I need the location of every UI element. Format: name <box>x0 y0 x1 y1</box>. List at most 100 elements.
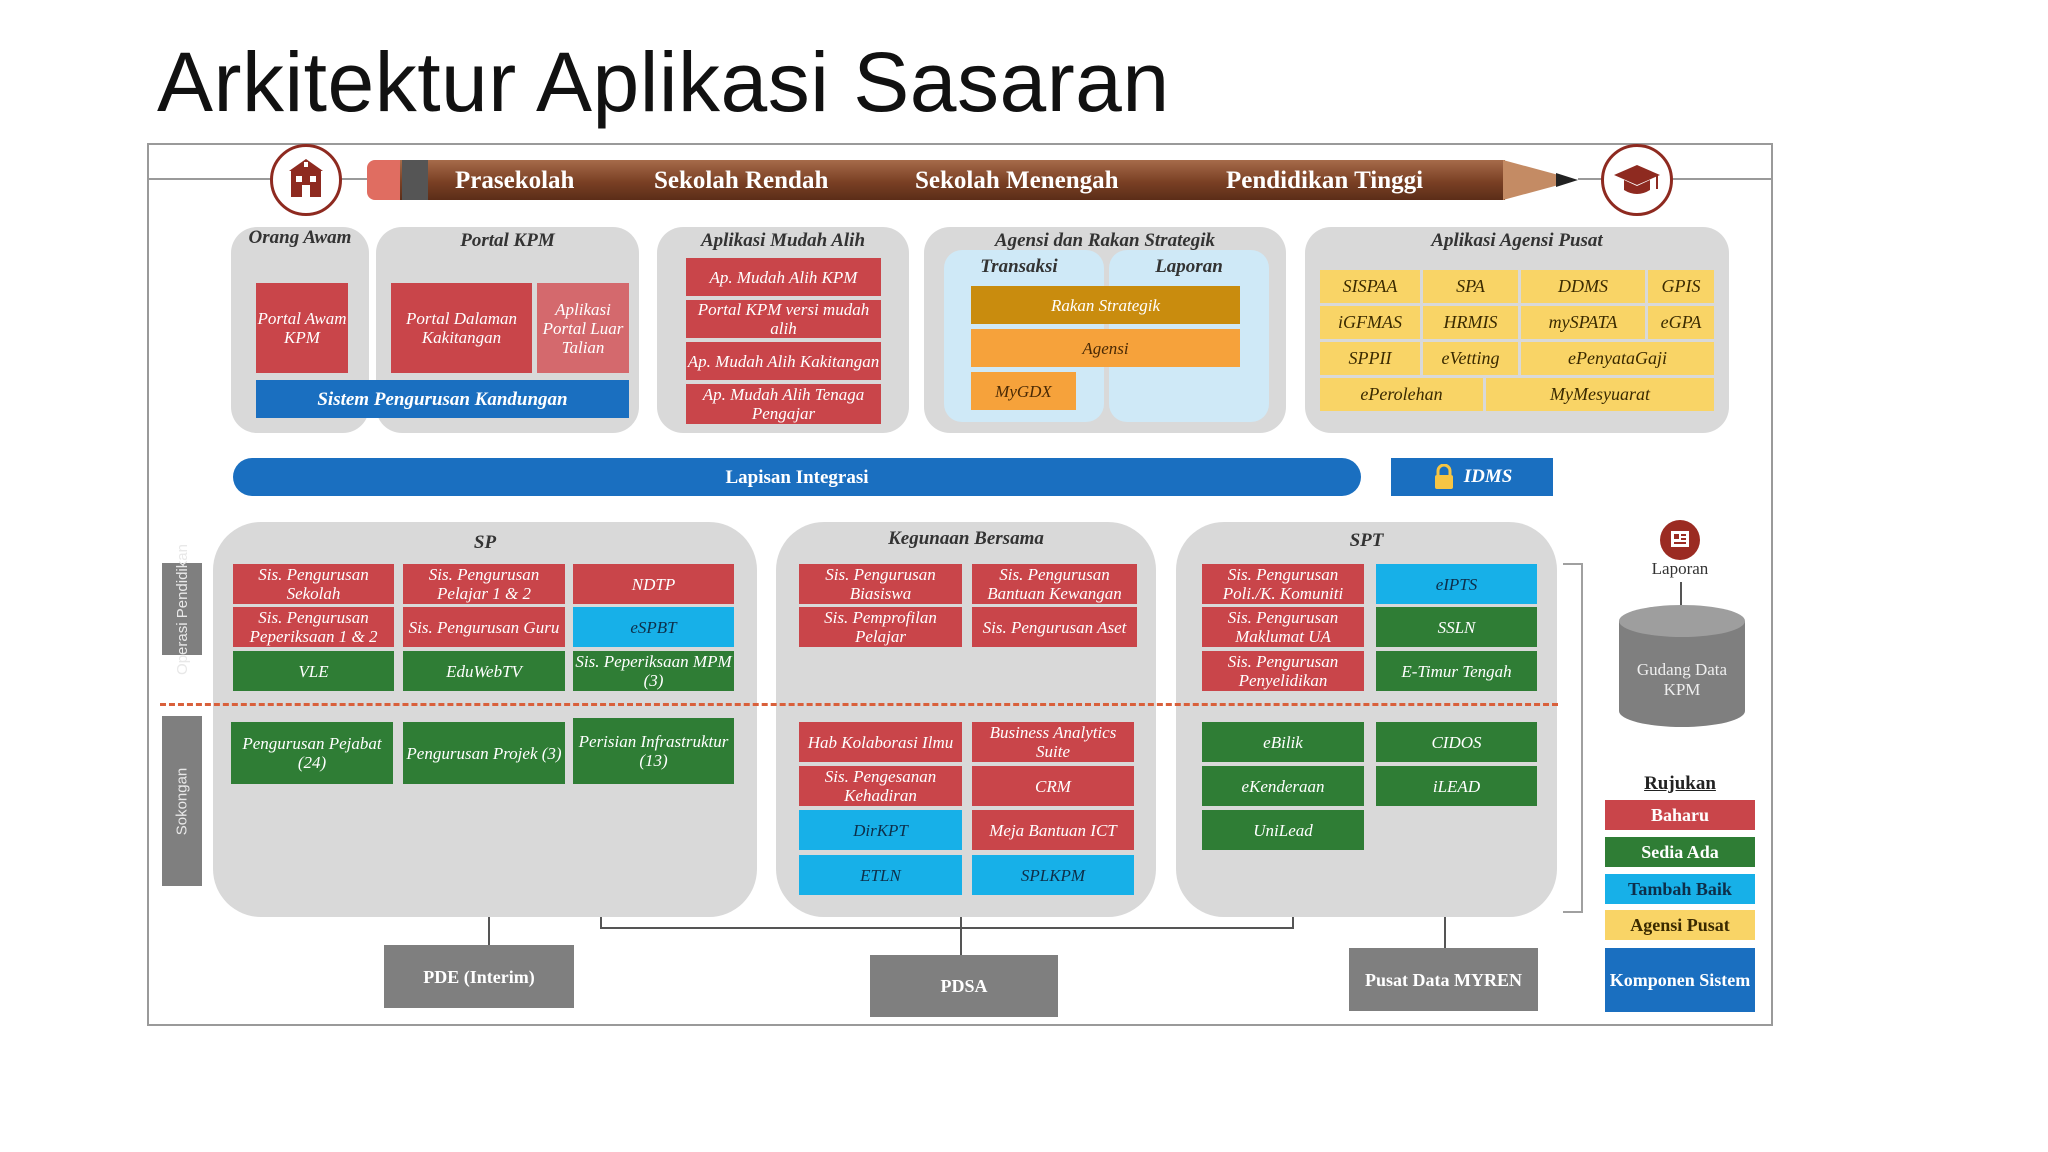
spt-ops-item: Sis. Pengurusan Poli./K. Komuniti <box>1202 564 1364 604</box>
transaksi-label: Transaksi <box>980 256 1058 277</box>
spa-box: SPA <box>1423 270 1518 303</box>
page-title: Arkitektur Aplikasi Sasaran <box>157 35 1170 129</box>
gpis-box: GPIS <box>1648 270 1714 303</box>
eperolehan-box: ePerolehan <box>1320 378 1483 411</box>
pencil-band <box>402 160 428 200</box>
sp-sup-item: Pengurusan Pejabat (24) <box>231 722 393 784</box>
report-icon <box>1660 520 1700 560</box>
sp-ops-item: eSPBT <box>573 607 734 647</box>
data-warehouse-bracket <box>1563 563 1583 913</box>
aplikasi-portal-luar-talian-box: Aplikasi Portal Luar Talian <box>537 283 629 373</box>
kb-sup-item: Business Analytics Suite <box>972 722 1134 762</box>
legend-komponen-sistem: Komponen Sistem <box>1605 948 1755 1012</box>
ddms-box: DDMS <box>1521 270 1645 303</box>
pdsa-box: PDSA <box>870 955 1058 1017</box>
pde-interim-box: PDE (Interim) <box>384 945 574 1008</box>
sp-ops-item: Sis. Pengurusan Guru <box>403 607 565 647</box>
myspata-box: mySPATA <box>1521 306 1645 339</box>
pencil-eraser <box>367 160 405 200</box>
lock-icon <box>1434 464 1453 489</box>
spt-ops-item: E-Timur Tengah <box>1376 651 1537 691</box>
stage-sekolah-rendah: Sekolah Rendah <box>654 167 829 194</box>
panel-orang-awam-title: Orang Awam <box>248 227 352 248</box>
spt-sup-item: eBilik <box>1202 722 1364 762</box>
stage-prasekolah: Prasekolah <box>455 167 575 194</box>
pencil-lead <box>1556 173 1578 187</box>
sp-sup-item: Pengurusan Projek (3) <box>403 722 565 784</box>
sp-ops-item: Sis. Pengurusan Sekolah <box>233 564 394 604</box>
sppii-box: SPPII <box>1320 342 1420 375</box>
mudah-alih-item: Ap. Mudah Alih Kakitangan <box>686 342 881 380</box>
kb-sup-item: CRM <box>972 766 1134 806</box>
sokongan-label: Sokongan <box>162 716 202 886</box>
lapisan-integrasi-bar: Lapisan Integrasi <box>233 458 1361 496</box>
spt-ops-item: Sis. Pengurusan Maklumat UA <box>1202 607 1364 647</box>
idms-box: IDMS <box>1391 458 1553 496</box>
mudah-alih-item: Portal KPM versi mudah alih <box>686 300 881 338</box>
legend-baharu: Baharu <box>1605 800 1755 830</box>
idms-label: IDMS <box>1463 466 1513 487</box>
laporan-label: Laporan <box>1651 559 1709 578</box>
sp-ops-item: EduWebTV <box>403 651 565 691</box>
laporan-agensi-label: Laporan <box>1155 256 1223 277</box>
sp-ops-item: Sis. Pengurusan Pelajar 1 & 2 <box>403 564 565 604</box>
timeline-line-left <box>149 178 369 180</box>
sp-ops-item: Sis. Pengurusan Peperiksaan 1 & 2 <box>233 607 394 647</box>
spt-sup-item: CIDOS <box>1376 722 1537 762</box>
spt-ops-item: Sis. Pengurusan Penyelidikan <box>1202 651 1364 691</box>
epenyatagaji-box: ePenyataGaji <box>1521 342 1714 375</box>
panel-spt-title: SPT <box>1349 530 1384 551</box>
portal-awam-kpm-box: Portal Awam KPM <box>256 283 348 373</box>
stage-sekolah-menengah: Sekolah Menengah <box>915 167 1119 194</box>
evetting-box: eVetting <box>1423 342 1518 375</box>
pencil-timeline <box>400 160 1505 200</box>
kb-sup-item: Sis. Pengesanan Kehadiran <box>799 766 962 806</box>
legend-agensi-pusat: Agensi Pusat <box>1605 910 1755 940</box>
egpa-box: eGPA <box>1648 306 1714 339</box>
connector-sp <box>600 917 602 928</box>
panel-agensi-rakan-title: Agensi dan Rakan Strategik <box>994 230 1216 251</box>
connector-myren <box>1444 917 1446 954</box>
rakan-strategik-box: Rakan Strategik <box>971 286 1240 324</box>
connector-horizontal <box>600 927 1294 929</box>
operasi-sokongan-divider <box>160 703 1558 706</box>
graduation-cap-icon <box>1601 144 1673 216</box>
mudah-alih-item: Ap. Mudah Alih KPM <box>686 258 881 296</box>
panel-mudah-alih-title: Aplikasi Mudah Alih <box>700 230 866 251</box>
mymesyuarat-box: MyMesyuarat <box>1486 378 1714 411</box>
kb-ops-item: Sis. Pengurusan Bantuan Kewangan <box>972 564 1137 604</box>
connector-pdsa <box>960 917 962 955</box>
panel-agensi-pusat-title: Aplikasi Agensi Pusat <box>1431 230 1603 251</box>
spt-ops-item: SSLN <box>1376 607 1537 647</box>
kb-ops-item: Sis. Pengurusan Aset <box>972 607 1137 647</box>
spt-sup-item: UniLead <box>1202 810 1364 850</box>
mudah-alih-item: Ap. Mudah Alih Tenaga Pengajar <box>686 384 881 424</box>
legend-title: Rujukan <box>1644 773 1716 794</box>
spt-sup-item: iLEAD <box>1376 766 1537 806</box>
kb-sup-item: Hab Kolaborasi Ilmu <box>799 722 962 762</box>
timeline-line-right <box>1578 178 1771 180</box>
legend-sedia-ada: Sedia Ada <box>1605 837 1755 867</box>
igfmas-box: iGFMAS <box>1320 306 1420 339</box>
sp-sup-item: Perisian Infrastruktur (13) <box>573 718 734 784</box>
mygdx-box: MyGDX <box>971 372 1076 410</box>
panel-portal-kpm-title: Portal KPM <box>460 230 555 251</box>
sp-ops-item: Sis. Peperiksaan MPM (3) <box>573 651 734 691</box>
stage-pendidikan-tinggi: Pendidikan Tinggi <box>1226 167 1424 194</box>
sp-ops-item: VLE <box>233 651 394 691</box>
laporan-connector <box>1680 582 1682 606</box>
kb-sup-item: SPLKPM <box>972 855 1134 895</box>
connector-spt <box>1292 917 1294 928</box>
kb-sup-item: ETLN <box>799 855 962 895</box>
sp-ops-item: NDTP <box>573 564 734 604</box>
kb-sup-item: DirKPT <box>799 810 962 850</box>
agensi-box: Agensi <box>971 329 1240 367</box>
kb-sup-item: Meja Bantuan ICT <box>972 810 1134 850</box>
connector-pde <box>488 917 490 945</box>
operasi-pendidikan-label: Operasi Pendidikan <box>162 544 202 674</box>
kb-ops-item: Sis. Pemprofilan Pelajar <box>799 607 962 647</box>
portal-dalaman-kakitangan-box: Portal Dalaman Kakitangan <box>391 283 532 373</box>
spt-sup-item: eKenderaan <box>1202 766 1364 806</box>
spt-ops-item: eIPTS <box>1376 564 1537 604</box>
pusat-data-myren-box: Pusat Data MYREN <box>1349 948 1538 1011</box>
